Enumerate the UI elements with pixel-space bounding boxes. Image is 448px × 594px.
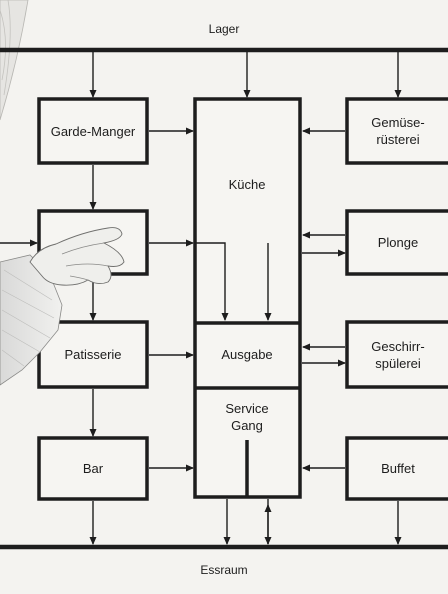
arrow-kitchen-inner-left — [195, 242, 229, 321]
gemuese-label-line1: Gemüse- — [371, 115, 424, 130]
bar-box — [37, 436, 149, 501]
bar-label: Bar — [83, 461, 104, 476]
pointing-hand-illustration — [0, 227, 125, 386]
patisserie-label: Patisserie — [64, 347, 121, 362]
garde-manger-label: Garde-Manger — [51, 124, 136, 139]
plonge-label: Plonge — [378, 235, 418, 250]
bottom-bus-label: Essraum — [200, 563, 247, 577]
plonge-box — [345, 209, 448, 276]
buffet-label: Buffet — [381, 461, 415, 476]
service-label-line1: Service — [225, 401, 268, 416]
garde-manger-box — [37, 97, 149, 165]
kueche-label: Küche — [229, 177, 266, 192]
curtain-decoration — [0, 0, 29, 121]
geschirr-label-line2: spülerei — [375, 356, 421, 371]
patisserie-box — [37, 320, 149, 389]
ausgabe-label: Ausgabe — [221, 347, 272, 362]
buffet-box — [345, 436, 448, 501]
kitchen-column-box — [193, 97, 302, 499]
vegetable-prep-box — [345, 97, 448, 165]
top-bus-label: Lager — [209, 22, 240, 36]
gemuese-label-line2: rüsterei — [376, 132, 419, 147]
geschirr-label-line1: Geschirr- — [371, 339, 424, 354]
dishwashing-box — [345, 320, 448, 389]
service-label-line2: Gang — [231, 418, 263, 433]
